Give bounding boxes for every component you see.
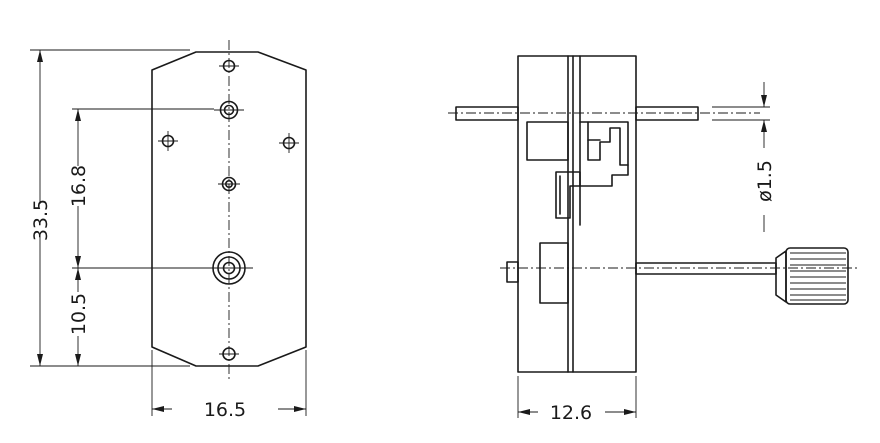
dimension-width: 16.5	[152, 399, 306, 421]
front-extension-lines	[30, 49, 307, 416]
output-shaft-hole	[205, 251, 253, 285]
side-housing-outline	[517, 55, 637, 373]
middle-hole	[218, 176, 240, 192]
upper-shaft	[448, 106, 760, 121]
dim-label-33-5: 33.5	[30, 199, 52, 241]
bottom-mount-hole	[219, 347, 239, 361]
intermediate-gear	[555, 171, 581, 219]
front-view	[151, 40, 307, 380]
top-mount-hole	[219, 59, 239, 73]
dim-label-12-6: 12.6	[550, 402, 592, 424]
dimension-lower-spacing: 10.5	[68, 268, 90, 366]
dim-label-16-5: 16.5	[204, 399, 246, 421]
dim-label-16-8: 16.8	[68, 165, 90, 207]
side-view	[448, 55, 860, 373]
lower-gear-block	[539, 242, 569, 304]
dimension-depth: 12.6	[517, 376, 637, 424]
left-mount-hole	[158, 131, 178, 151]
front-housing-outline	[151, 51, 307, 367]
dim-label-10-5: 10.5	[68, 293, 90, 335]
dimension-overall-height: 33.5	[30, 50, 52, 366]
knurled-knob	[775, 247, 849, 305]
stepped-gear-profile	[579, 121, 629, 187]
right-mount-hole	[279, 133, 299, 153]
dimension-shaft-diameter: ø1.5	[712, 82, 776, 232]
upper-gear-block	[526, 121, 569, 161]
dim-label-diameter: ø1.5	[754, 160, 776, 202]
dimension-upper-spacing: 16.8	[68, 109, 90, 268]
upper-shaft-hole	[214, 100, 244, 120]
